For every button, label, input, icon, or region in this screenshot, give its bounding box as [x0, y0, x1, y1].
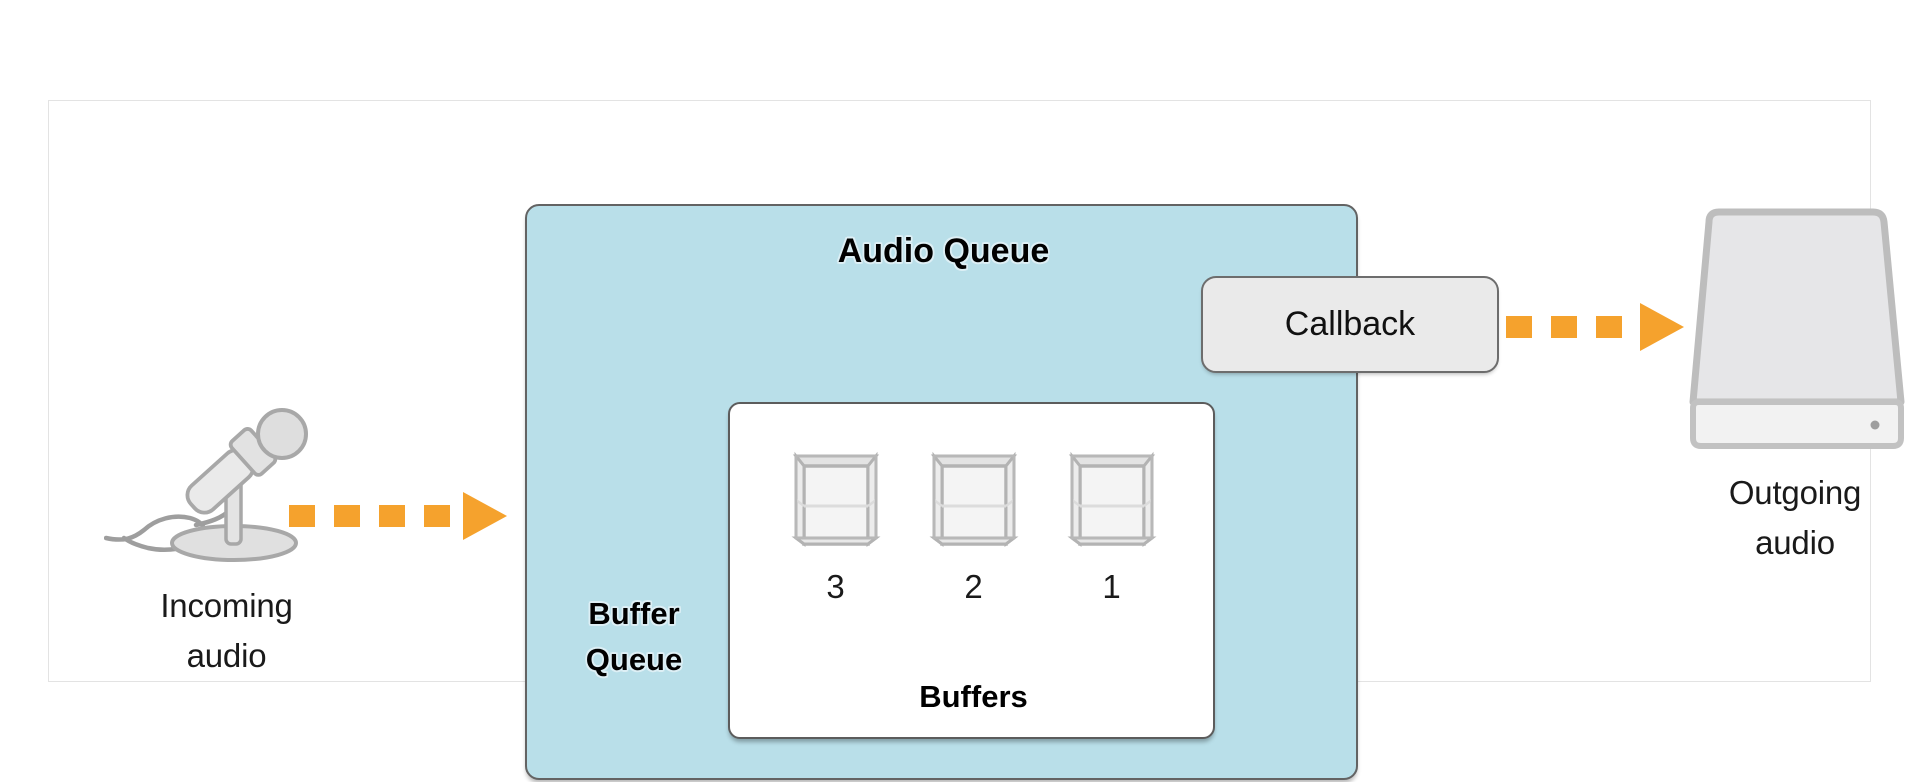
- buffer-box-icon: [791, 451, 880, 547]
- buffer-item[interactable]: 3: [784, 444, 888, 606]
- callback-label: Callback: [1284, 305, 1416, 343]
- buffer-number: 2: [964, 568, 983, 605]
- audio-queue-title: Audio Queue: [837, 232, 1050, 270]
- outgoing-audio-label-line2: audio: [1755, 524, 1835, 561]
- outgoing-audio-label-line1: Outgoing: [1728, 474, 1862, 511]
- callback-box[interactable]: Callback: [1201, 276, 1499, 373]
- buffer-queue-label-line2: Queue: [585, 642, 683, 677]
- buffer-number: 3: [826, 568, 845, 605]
- incoming-audio-label-line1: Incoming: [160, 587, 293, 624]
- diagram-frame: Incoming audio Audio Queue Buffer Queue: [48, 100, 1905, 780]
- buffers-label: Buffers: [919, 679, 1028, 714]
- buffer-queue-label-line1: Buffer: [588, 596, 680, 631]
- microphone-icon: [104, 408, 308, 562]
- buffer-queue-label: Buffer Queue: [541, 591, 727, 683]
- buffer-number: 1: [1102, 568, 1121, 605]
- incoming-audio-group: Incoming audio: [104, 406, 359, 676]
- incoming-arrow-icon: [289, 492, 507, 540]
- buffer-item[interactable]: 1: [1060, 444, 1164, 606]
- outgoing-audio-label: Outgoing audio: [1675, 468, 1915, 568]
- buffers-panel: 3 2: [728, 402, 1215, 739]
- buffer-items-row: 3 2: [730, 444, 1217, 606]
- hard-drive-icon: [1689, 208, 1905, 449]
- incoming-audio-label-line2: audio: [186, 637, 267, 674]
- buffer-box-icon: [929, 451, 1018, 547]
- outgoing-audio-group: Outgoing audio: [1679, 206, 1919, 576]
- buffer-item[interactable]: 2: [922, 444, 1026, 606]
- incoming-audio-label: Incoming audio: [104, 581, 349, 681]
- buffer-box-icon: [1067, 451, 1156, 547]
- outgoing-arrow-icon: [1506, 303, 1684, 351]
